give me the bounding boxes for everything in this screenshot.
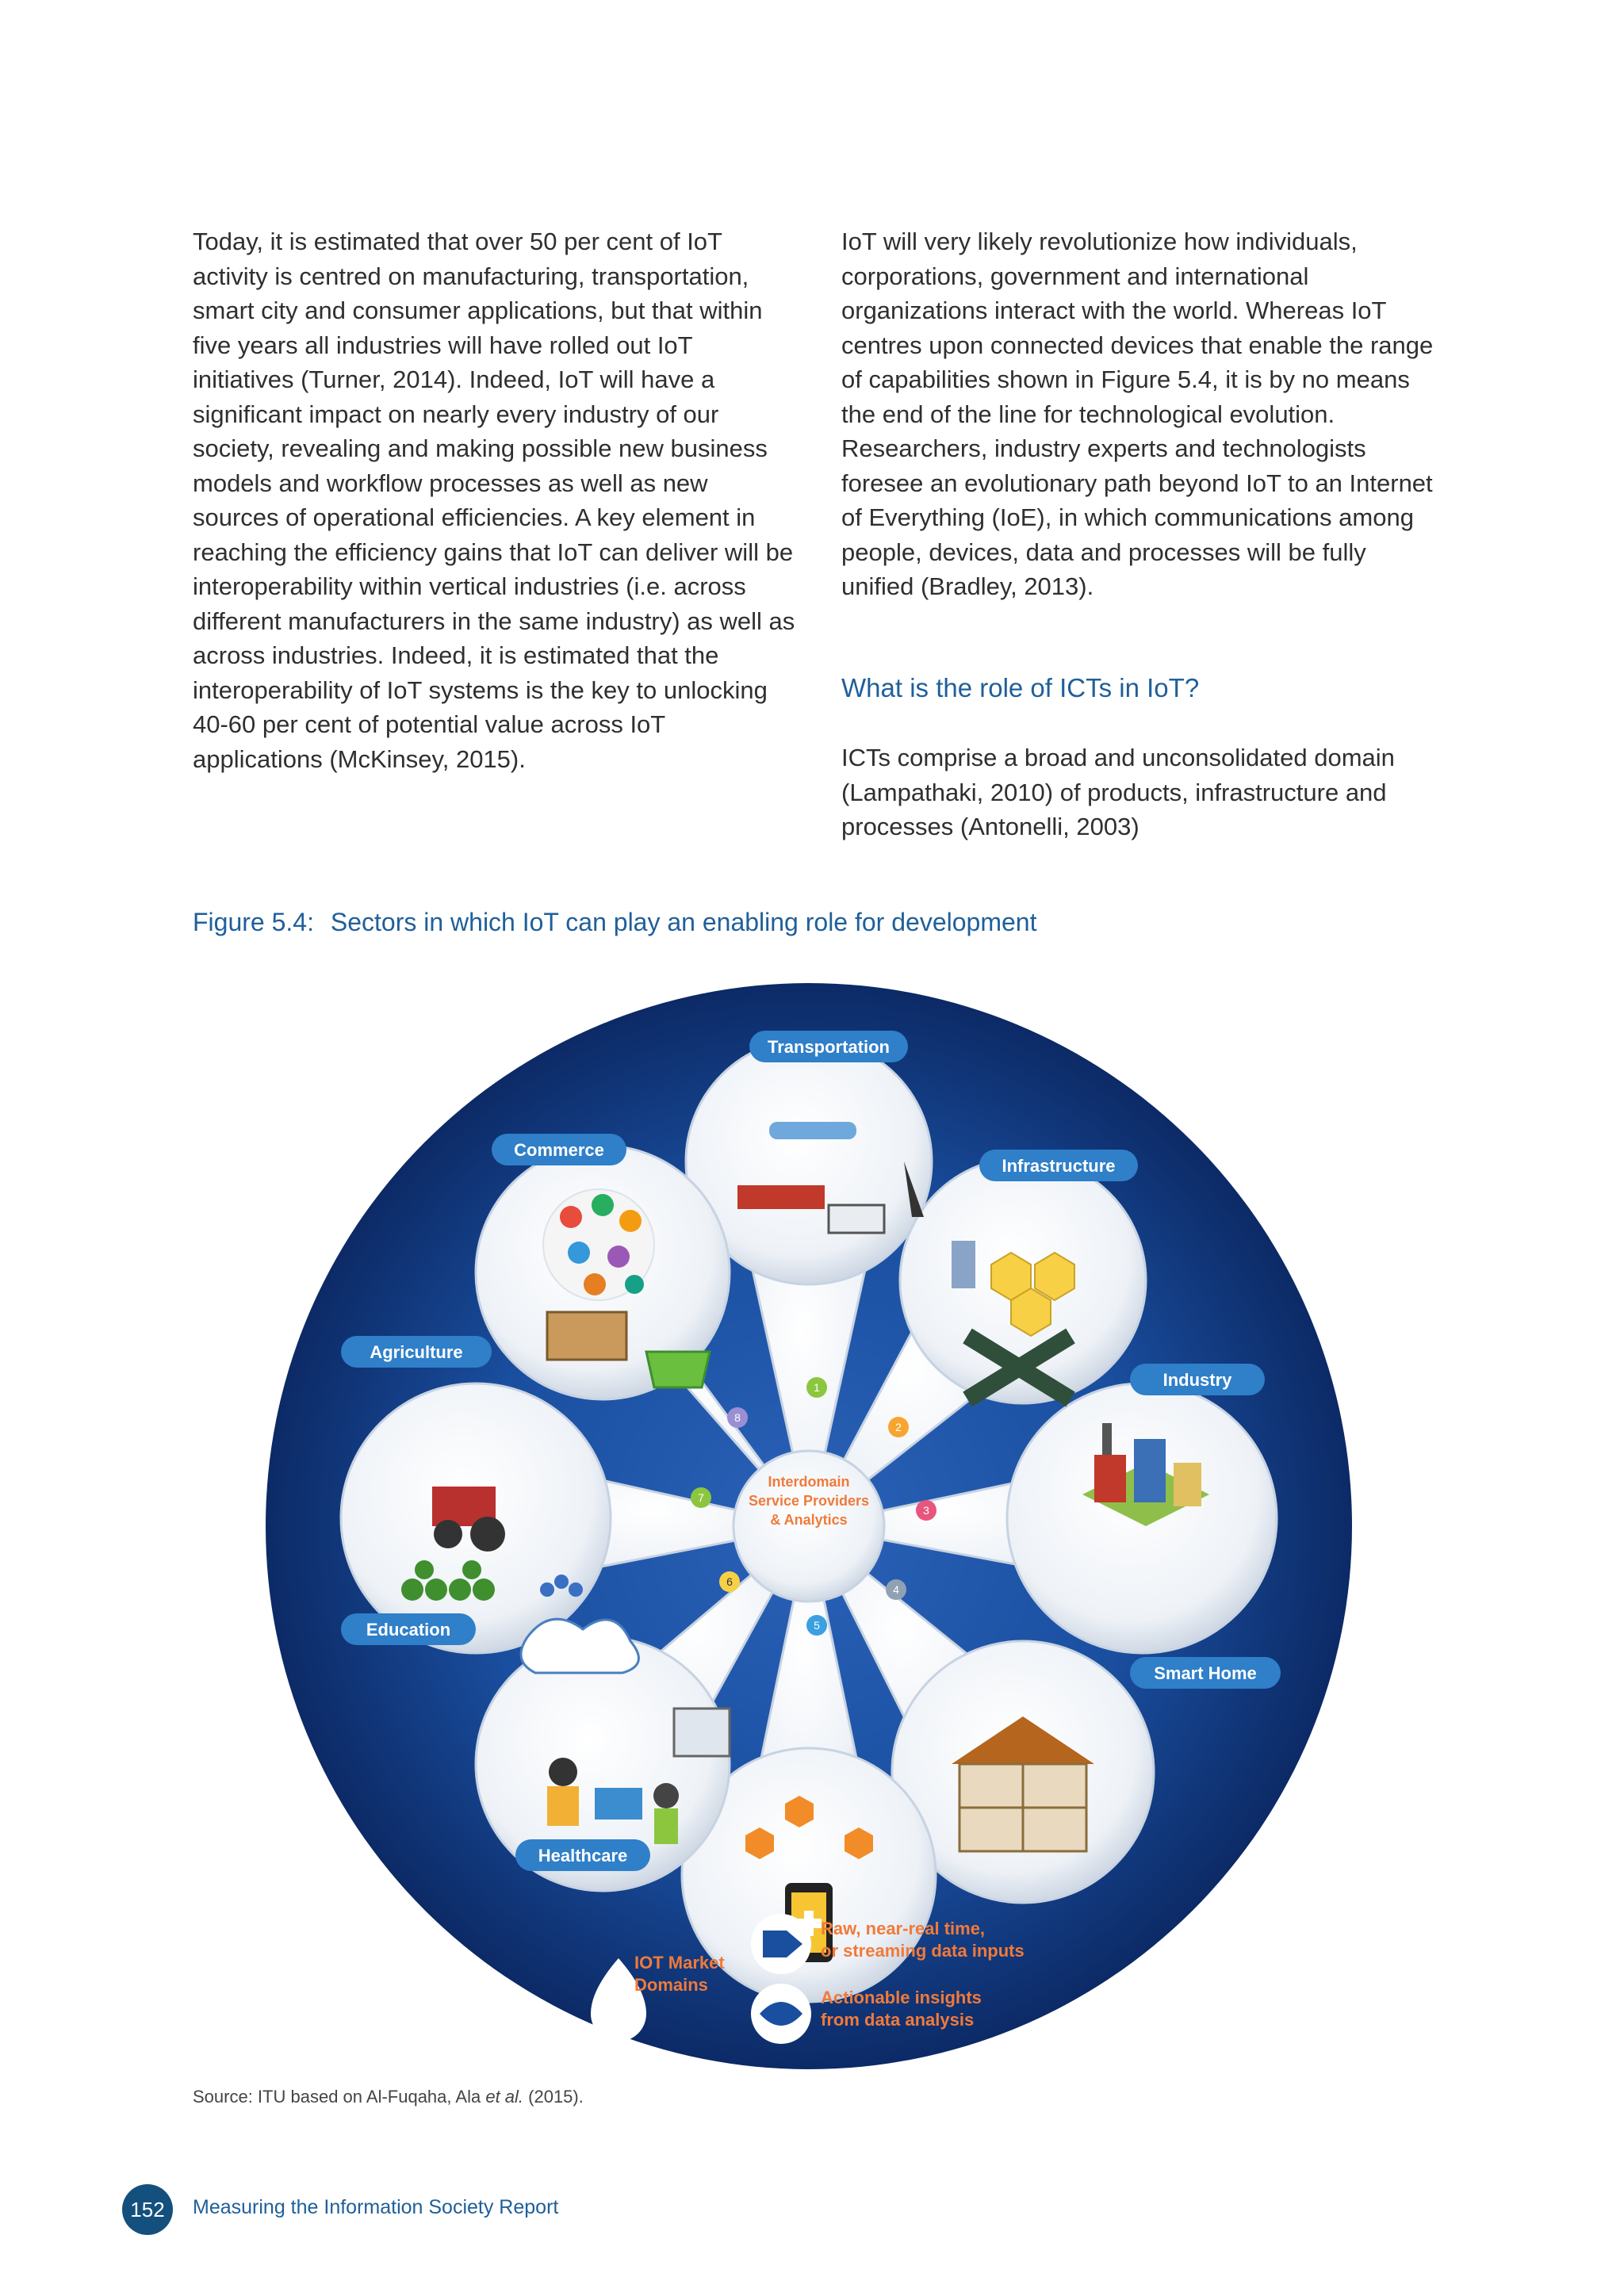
svg-text:2: 2 — [895, 1421, 902, 1433]
svg-text:Raw, near-real time,: Raw, near-real time, — [821, 1919, 985, 1938]
left-column: Today, it is estimated that over 50 per … — [193, 224, 795, 776]
svg-text:Healthcare: Healthcare — [538, 1846, 628, 1866]
figure-caption: Figure 5.4: Sectors in which IoT can pla… — [193, 908, 1036, 937]
svg-text:from data analysis: from data analysis — [821, 2010, 974, 2030]
iot-sectors-figure: 1 2 3 4 5 6 7 8 Interdomain Service Prov… — [266, 983, 1352, 2069]
label-healthcare: Healthcare — [515, 1839, 650, 1871]
svg-text:6: 6 — [726, 1575, 733, 1588]
figure-source: Source: ITU based on Al-Fuqaha, Ala et a… — [193, 2087, 584, 2107]
svg-text:3: 3 — [923, 1504, 929, 1517]
svg-text:& Analytics: & Analytics — [770, 1512, 847, 1528]
svg-text:1: 1 — [814, 1381, 820, 1394]
svg-text:8: 8 — [734, 1411, 741, 1424]
svg-text:Service Providers: Service Providers — [749, 1493, 869, 1509]
svg-text:Smart Home: Smart Home — [1154, 1663, 1257, 1683]
sector-label-pills: Transportation Infrastructure Industry S… — [341, 1031, 1281, 1871]
sector-number-dots: 1 2 3 4 5 6 7 8 — [691, 1377, 936, 1636]
svg-text:Transportation: Transportation — [768, 1037, 890, 1057]
right-paragraph-2: ICTs comprise a broad and unconsolidated… — [841, 744, 1395, 840]
sector-num-4: 4 — [886, 1579, 906, 1600]
svg-text:Actionable insights: Actionable insights — [821, 1988, 982, 2007]
figure-number: Figure 5.4: — [193, 908, 314, 936]
svg-text:Domains: Domains — [634, 1975, 708, 1995]
sector-num-8: 8 — [727, 1407, 748, 1428]
svg-text:7: 7 — [698, 1491, 704, 1504]
sector-num-1: 1 — [806, 1377, 827, 1398]
sector-num-7: 7 — [691, 1487, 711, 1508]
svg-text:Infrastructure: Infrastructure — [1002, 1156, 1115, 1176]
source-prefix: Source: ITU based on Al-Fuqaha, Ala — [193, 2087, 486, 2107]
label-transportation: Transportation — [749, 1031, 908, 1062]
svg-text:Education: Education — [366, 1620, 450, 1640]
sector-num-2: 2 — [888, 1417, 909, 1437]
svg-text:Interdomain: Interdomain — [768, 1474, 849, 1490]
label-commerce: Commerce — [492, 1134, 626, 1165]
label-infrastructure: Infrastructure — [979, 1150, 1138, 1181]
figure-legend: IOT Market Domains Raw, near-real time, … — [591, 1914, 1025, 2044]
sector-num-5: 5 — [806, 1615, 827, 1636]
svg-text:IOT Market: IOT Market — [634, 1953, 725, 1973]
page-number-badge: 152 — [122, 2184, 173, 2235]
sector-illustrations — [401, 1122, 1209, 1962]
svg-text:Agriculture: Agriculture — [370, 1342, 462, 1362]
label-smart-home: Smart Home — [1130, 1657, 1281, 1689]
svg-text:5: 5 — [814, 1619, 820, 1632]
right-column: IoT will very likely revolutionize how i… — [841, 224, 1444, 844]
source-italic: et al. — [485, 2087, 524, 2107]
right-paragraph: IoT will very likely revolutionize how i… — [841, 228, 1434, 600]
svg-text:Commerce: Commerce — [514, 1140, 604, 1160]
figure-title: Sectors in which IoT can play an enablin… — [330, 908, 1037, 936]
source-suffix: (2015). — [523, 2087, 584, 2107]
left-paragraph: Today, it is estimated that over 50 per … — [193, 228, 795, 773]
center-label: Interdomain Service Providers & Analytic… — [749, 1474, 869, 1528]
svg-text:Industry: Industry — [1163, 1370, 1233, 1390]
sector-num-6: 6 — [719, 1571, 740, 1592]
svg-text:4: 4 — [893, 1583, 899, 1596]
section-heading: What is the role of ICTs in IoT? — [841, 672, 1200, 702]
label-education: Education — [341, 1613, 476, 1645]
label-agriculture: Agriculture — [341, 1336, 492, 1368]
label-industry: Industry — [1130, 1364, 1265, 1395]
droplet-icon — [591, 1958, 646, 2042]
sector-num-3: 3 — [916, 1500, 936, 1521]
report-title: Measuring the Information Society Report — [193, 2196, 559, 2218]
svg-text:or streaming data inputs: or streaming data inputs — [821, 1941, 1025, 1961]
